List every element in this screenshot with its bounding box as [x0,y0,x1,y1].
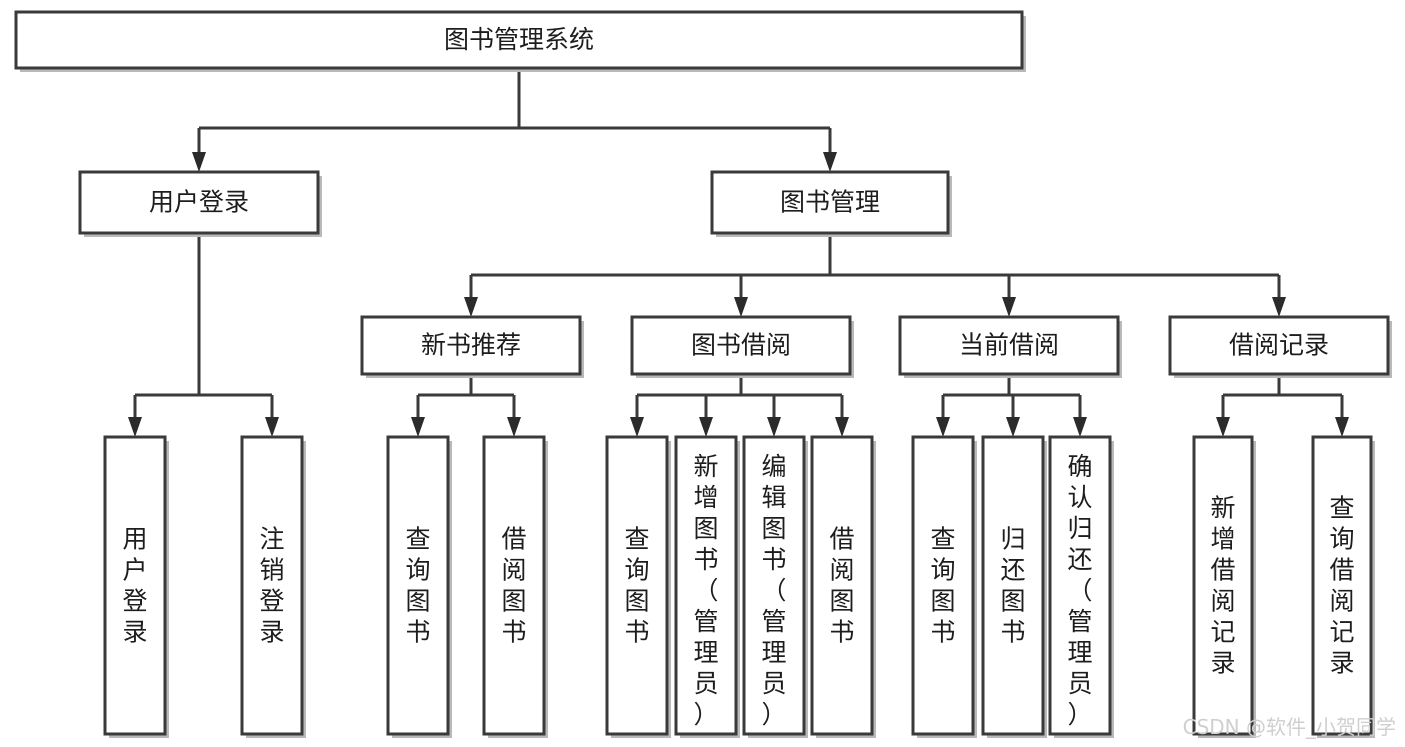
node-用户登录[interactable]: 用户登录 [78,170,322,237]
node-借阅图书-box[interactable] [482,435,546,736]
node-注销登录-label: 注销登录 [259,525,284,647]
node-新增借阅记录-box[interactable] [1192,435,1254,736]
connector-layer [128,68,1349,437]
node-新增图书管理员[interactable]: 新增图书（管理员） [674,435,740,738]
node-当前借阅-box[interactable] [898,315,1120,376]
node-确认归还管理员-label: 确认归还（管理员） [1067,452,1092,729]
arrow-head-icon [1272,297,1286,317]
node-借阅图书[interactable]: 借阅图书 [482,435,548,738]
node-查询图书[interactable]: 查询图书 [911,435,977,738]
watermark-label: CSDN @软件_小贺同学 [1183,715,1396,739]
node-查询借阅记录[interactable]: 查询借阅记录 [1311,435,1375,738]
node-图书管理系统[interactable]: 图书管理系统 [14,10,1026,72]
arrow-head-icon [1335,417,1349,437]
arrow-head-icon [823,152,837,172]
node-新增图书管理员-label: 新增图书（管理员） [693,452,718,729]
node-借阅图书[interactable]: 借阅图书 [810,435,876,738]
node-新增借阅记录-label: 新增借阅记录 [1210,494,1235,678]
arrow-head-icon [192,152,206,172]
node-查询图书-box[interactable] [911,435,975,736]
node-新增借阅记录[interactable]: 新增借阅记录 [1192,435,1256,738]
node-用户登录-label: 用户登录 [149,188,249,217]
node-新书推荐-label: 新书推荐 [421,331,521,360]
arrow-head-icon [1216,417,1230,437]
edge-group-用户登录 [135,233,272,397]
node-查询借阅记录-label: 查询借阅记录 [1329,494,1354,678]
node-编辑图书管理员[interactable]: 编辑图书（管理员） [742,435,808,738]
node-注销登录-box[interactable] [240,435,304,736]
node-确认归还管理员[interactable]: 确认归还（管理员） [1048,435,1114,738]
node-查询图书[interactable]: 查询图书 [386,435,452,738]
node-编辑图书管理员-label: 编辑图书（管理员） [761,452,786,729]
node-用户登录-box[interactable] [103,435,167,736]
node-图书借阅-label: 图书借阅 [691,331,791,360]
node-查询图书-label: 查询图书 [930,525,955,647]
node-当前借阅[interactable]: 当前借阅 [898,315,1122,378]
node-当前借阅-label: 当前借阅 [959,331,1059,360]
node-查询图书-label: 查询图书 [405,525,430,647]
node-查询图书-box[interactable] [386,435,450,736]
arrow-head-icon [699,417,713,437]
edge-group-图书管理系统 [199,68,830,130]
node-新增图书管理员-box[interactable] [674,435,738,736]
node-用户登录[interactable]: 用户登录 [103,435,169,738]
arrow-head-icon [835,417,849,437]
node-图书管理系统-label: 图书管理系统 [444,25,594,54]
arrow-head-icon [734,297,748,317]
arrow-head-icon [1002,297,1016,317]
node-借阅图书-box[interactable] [810,435,874,736]
arrow-head-icon [767,417,781,437]
node-layer: 图书管理系统用户登录用户登录注销登录图书管理新书推荐查询图书借阅图书图书借阅查询… [14,10,1392,738]
node-注销登录[interactable]: 注销登录 [240,435,306,738]
node-确认归还管理员-box[interactable] [1048,435,1112,736]
node-借阅记录-label: 借阅记录 [1229,331,1329,360]
arrow-head-icon [936,417,950,437]
node-查询图书[interactable]: 查询图书 [605,435,671,738]
node-新书推荐-box[interactable] [360,315,582,376]
arrow-head-icon [265,417,279,437]
node-借阅图书-label: 借阅图书 [501,525,526,647]
node-新书推荐[interactable]: 新书推荐 [360,315,584,378]
node-归还图书-label: 归还图书 [1000,525,1025,647]
node-图书管理[interactable]: 图书管理 [710,170,952,237]
arrow-head-icon [1006,417,1020,437]
arrow-head-icon [507,417,521,437]
node-图书借阅-box[interactable] [630,315,852,376]
edge-group-图书管理 [471,233,1279,277]
arrow-head-icon [1073,417,1087,437]
node-借阅图书-label: 借阅图书 [829,525,854,647]
arrow-head-icon [630,417,644,437]
arrow-head-icon [411,417,425,437]
node-图书借阅[interactable]: 图书借阅 [630,315,854,378]
node-用户登录-box[interactable] [78,170,320,235]
node-图书管理-box[interactable] [710,170,950,235]
node-图书管理系统-box[interactable] [14,10,1024,70]
node-查询图书-box[interactable] [605,435,669,736]
node-借阅记录-box[interactable] [1168,315,1390,376]
arrow-head-icon [128,417,142,437]
node-查询借阅记录-box[interactable] [1311,435,1373,736]
node-编辑图书管理员-box[interactable] [742,435,806,736]
node-归还图书-box[interactable] [981,435,1045,736]
node-查询图书-label: 查询图书 [624,525,649,647]
node-用户登录-label: 用户登录 [122,525,147,647]
node-归还图书[interactable]: 归还图书 [981,435,1047,738]
arrow-head-icon [464,297,478,317]
node-借阅记录[interactable]: 借阅记录 [1168,315,1392,378]
node-图书管理-label: 图书管理 [780,188,880,217]
